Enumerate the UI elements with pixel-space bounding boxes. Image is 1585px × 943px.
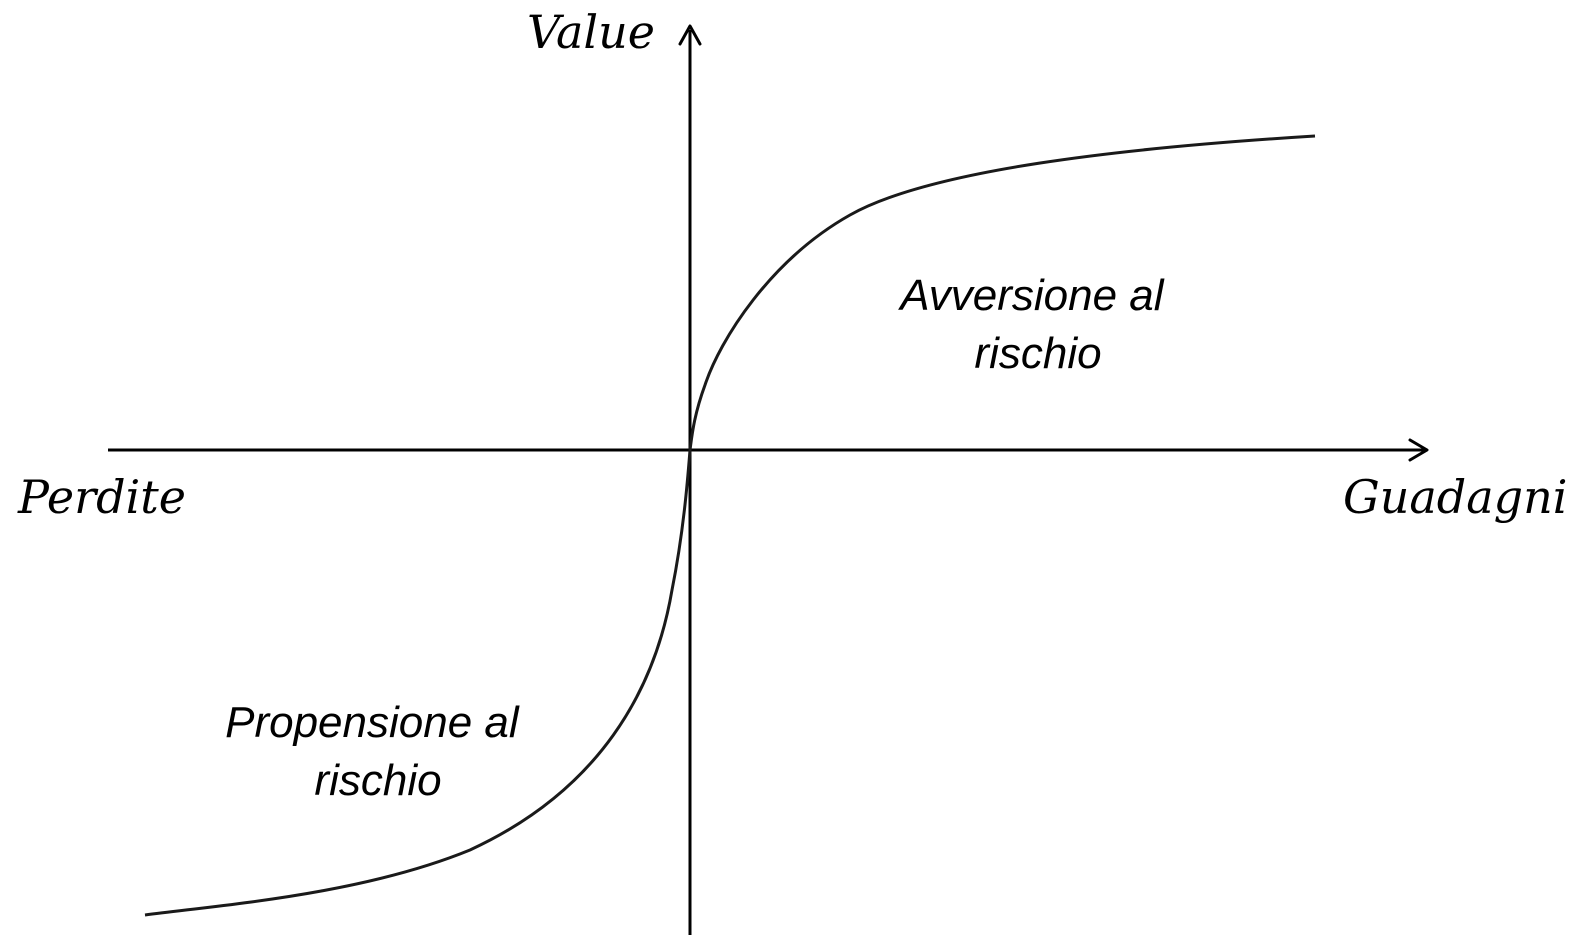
risk-seeking-label: Propensione al rischio: [225, 698, 531, 805]
losses-label: Perdite: [17, 470, 186, 524]
value-function-curve: [144, 134, 1316, 917]
value-axis-label: Value: [527, 5, 655, 59]
x-axis-arrowhead: [1408, 438, 1429, 462]
y-axis-arrowhead: [678, 24, 702, 46]
risk-aversion-line-1: Avversione al: [897, 271, 1165, 320]
risk-aversion-line-2: rischio: [974, 329, 1101, 378]
risk-seeking-line-1: Propensione al: [225, 698, 520, 747]
gains-label: Guadagni: [1343, 470, 1567, 524]
risk-aversion-label: Avversione al rischio: [897, 271, 1176, 378]
risk-seeking-line-2: rischio: [314, 756, 441, 805]
